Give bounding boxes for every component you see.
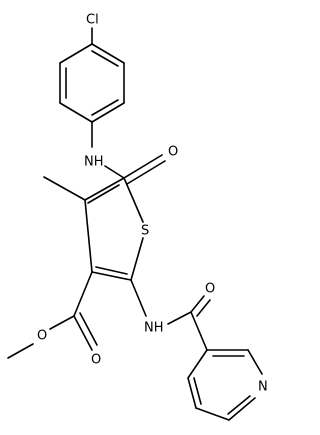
bond — [87, 184, 120, 204]
pyridine-ring — [187, 349, 263, 421]
bond — [91, 43, 125, 64]
bond — [73, 315, 93, 351]
bond — [59, 102, 93, 123]
atom-label-o-ester-methoxy: O — [37, 329, 47, 344]
bond — [167, 311, 192, 325]
bond — [84, 177, 125, 201]
bond — [196, 299, 211, 317]
atom-label-s: S — [141, 224, 149, 239]
bond — [123, 154, 163, 179]
bond — [59, 43, 93, 64]
bond — [187, 349, 208, 379]
bond — [123, 177, 144, 223]
bond — [193, 377, 202, 405]
atom-label-o-ester-carbonyl: O — [91, 353, 101, 368]
bond — [190, 311, 208, 351]
bond — [190, 295, 205, 313]
bond — [126, 160, 166, 185]
bond — [187, 377, 197, 409]
atom-label-o-amide2: O — [205, 282, 215, 297]
bond — [73, 271, 93, 317]
atom-label-nh-amide2: NH — [144, 321, 164, 336]
bond — [91, 99, 119, 116]
atom-label-nh-amide1: NH — [84, 155, 104, 170]
bond — [195, 407, 230, 421]
bond — [95, 266, 128, 275]
bond — [247, 349, 263, 375]
bond — [49, 315, 75, 330]
bond — [91, 102, 125, 123]
atom-label-o-amide1: O — [168, 145, 178, 160]
bond — [130, 237, 144, 281]
molecule-structure: Cl NH O S O O NH O — [7, 13, 268, 421]
atom-label-cl: Cl — [86, 13, 99, 28]
bond — [104, 165, 125, 179]
bond — [84, 199, 93, 273]
bond — [91, 50, 119, 67]
bond — [43, 176, 86, 201]
atom-label-n-pyridine: N — [258, 380, 268, 395]
bond — [91, 271, 132, 281]
bond — [79, 312, 98, 346]
bond — [227, 395, 251, 415]
bond — [7, 343, 34, 359]
bond — [228, 397, 256, 421]
thiophene-ring — [84, 177, 144, 281]
bond — [130, 279, 147, 317]
chlorophenyl-ring — [59, 43, 125, 123]
